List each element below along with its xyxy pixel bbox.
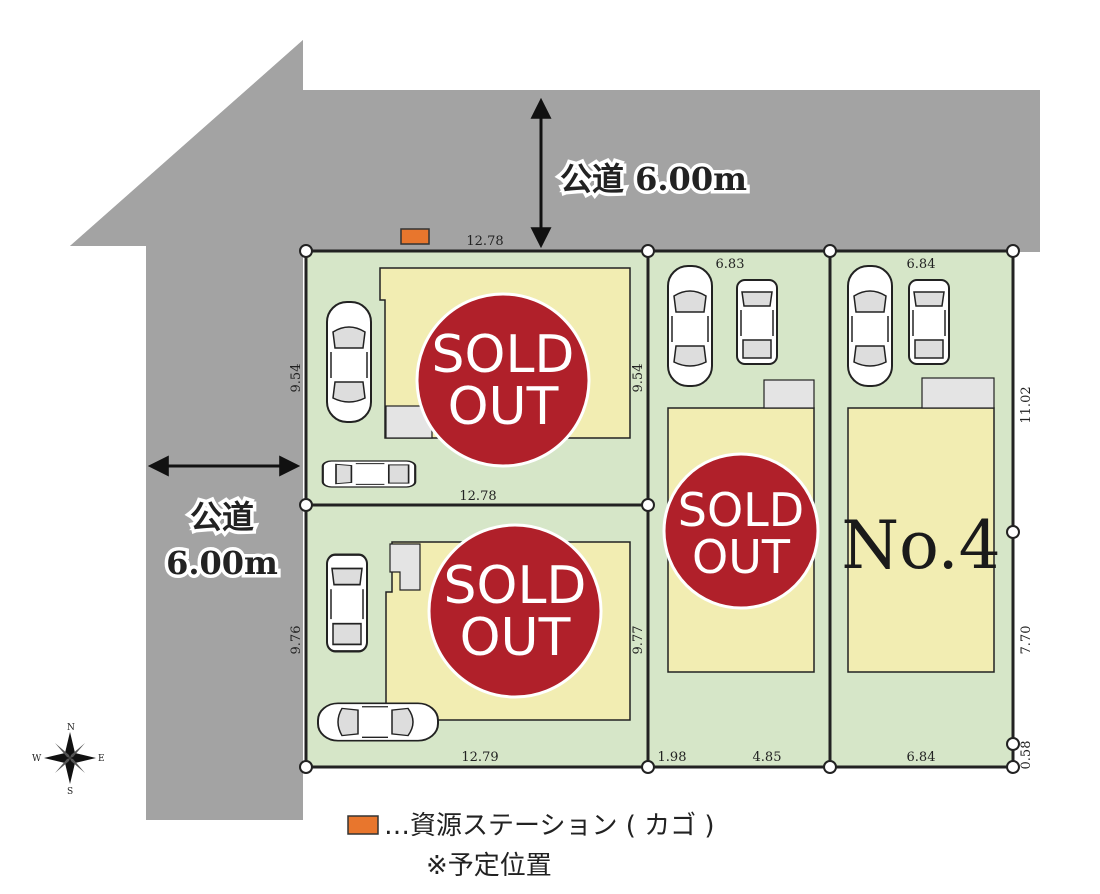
- out-text: OUT: [448, 377, 559, 437]
- dim-lot-3-top: 6.83: [716, 257, 745, 272]
- road-corner: [70, 40, 303, 246]
- house-lot-4: [847, 407, 995, 673]
- legend-note: ※予定位置: [426, 851, 552, 881]
- dim-lot-4-top: 6.84: [907, 257, 936, 272]
- house-lot-4-porch: [921, 377, 995, 409]
- boundary-markers: [299, 244, 1020, 774]
- sold-text: SOLD: [444, 556, 587, 616]
- car-icon: [908, 279, 950, 365]
- car-icon: [326, 301, 372, 423]
- dim-lot-4-bottom: 6.84: [907, 750, 936, 765]
- dim-lot-3-bottom-b: 4.85: [753, 750, 782, 765]
- west-road-label-line1: 公道: [190, 498, 254, 536]
- legend-text: …資源ステーション ( カゴ ): [384, 811, 715, 841]
- car-icon: [736, 279, 778, 365]
- dim-lot-1-left: 9.54: [289, 364, 304, 393]
- dim-lot-1-bottom: 12.78: [459, 489, 496, 504]
- dim-lot-2-bottom: 12.79: [461, 750, 498, 765]
- dim-east-middle: 7.70: [1019, 626, 1034, 655]
- resource-station-icon: [400, 228, 430, 245]
- dim-east-upper: 11.02: [1019, 386, 1034, 423]
- legend-swatch: [347, 815, 379, 835]
- compass-icon: N S E W: [32, 723, 105, 797]
- dim-lot-1-right: 9.54: [631, 364, 646, 393]
- car-icon: [325, 553, 369, 653]
- dim-lot-3-bottom-a: 1.98: [658, 750, 687, 765]
- sold-text: SOLD: [678, 483, 804, 537]
- out-text: OUT: [460, 608, 571, 668]
- sold-out-badge-lot-3: SOLD OUT: [662, 452, 820, 610]
- west-road-label-line2: 6.00m: [166, 544, 278, 582]
- north-road-label: 公道 6.00m: [560, 160, 747, 198]
- car-icon: [321, 459, 417, 489]
- car-icon: [317, 702, 439, 742]
- compass-w: W: [32, 754, 42, 764]
- west-road: [70, 246, 303, 820]
- dim-lot-2-left: 9.76: [289, 626, 304, 655]
- house-lot-2-porch: [389, 543, 421, 591]
- compass-s: S: [67, 787, 73, 797]
- sold-text: SOLD: [432, 325, 575, 385]
- compass-e: E: [98, 754, 105, 764]
- out-text: OUT: [692, 530, 791, 584]
- dim-east-lower: 0.58: [1019, 741, 1034, 770]
- dim-lot-2-right: 9.77: [631, 626, 646, 655]
- sold-out-badge-lot-1: SOLD OUT: [415, 292, 591, 468]
- compass-n: N: [67, 723, 75, 733]
- sold-out-badge-lot-2: SOLD OUT: [427, 523, 603, 699]
- house-lot-3-porch: [763, 379, 815, 409]
- dim-top-lot-1: 12.78: [466, 234, 503, 249]
- north-road: [70, 40, 1040, 252]
- car-icon: [667, 265, 713, 387]
- lot-number-4: No.4: [841, 507, 1000, 584]
- car-icon: [847, 265, 893, 387]
